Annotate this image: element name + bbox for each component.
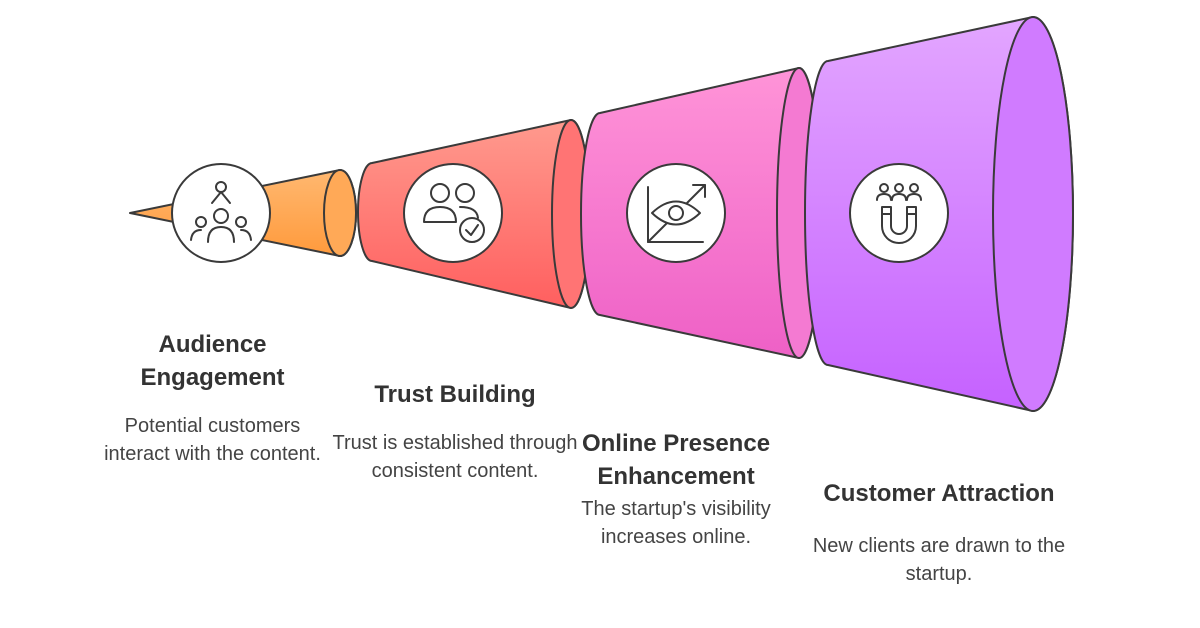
stage-customer-attraction: Customer Attraction New clients are draw… [808, 477, 1070, 588]
people-interaction-icon [171, 163, 271, 263]
stage-trust-building: Trust Building Trust is established thro… [330, 378, 580, 485]
eye-growth-icon [626, 163, 726, 263]
stage-title: Trust Building [374, 381, 536, 408]
stage-title: Audience Engagement [140, 331, 285, 391]
stage-audience-engagement: Audience Engagement Potential customers … [95, 328, 330, 468]
stage-online-presence-enhancement: Online Presence Enhancement The startup'… [560, 427, 792, 551]
stage-description: New clients are drawn to the startup. [812, 535, 1066, 585]
stage-title: Online Presence Enhancement [581, 430, 771, 490]
stage-title: Customer Attraction [823, 480, 1055, 507]
magnet-people-icon [849, 163, 949, 263]
stage-description: Trust is established through consistent … [332, 432, 578, 482]
people-check-icon [403, 163, 503, 263]
stage-description: Potential customers interact with the co… [104, 415, 321, 465]
stage-description: The startup's visibility increases onlin… [581, 498, 771, 548]
